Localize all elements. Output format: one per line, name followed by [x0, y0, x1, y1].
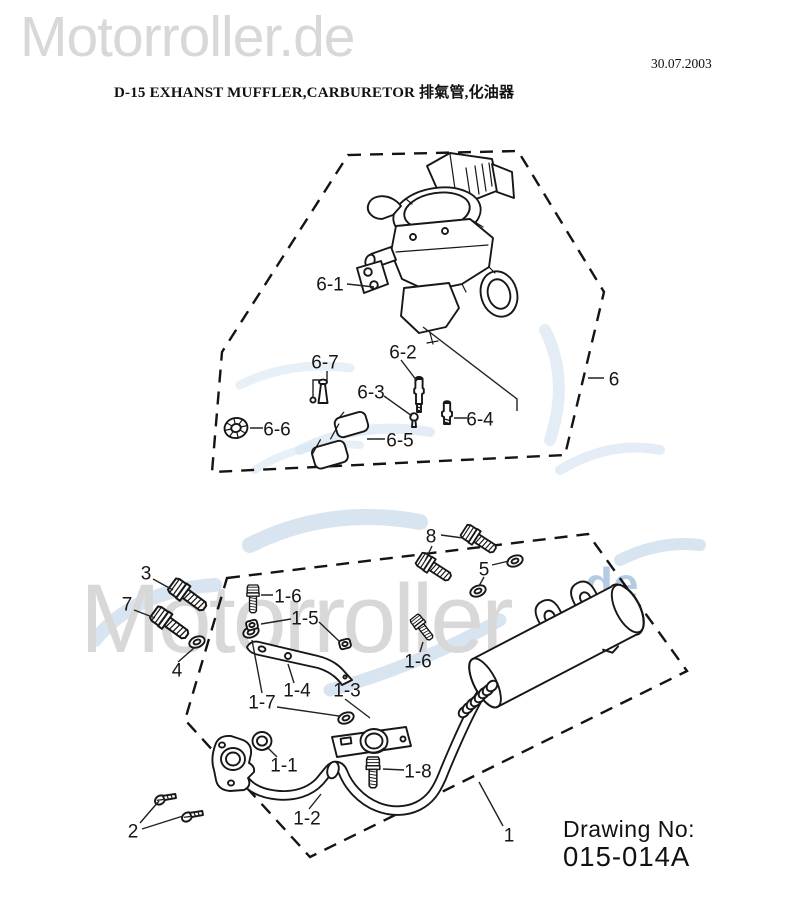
callout-6-1: 6-1: [316, 275, 343, 296]
callout-1-7: 1-7: [248, 693, 275, 714]
part-stud-2b: [179, 803, 206, 828]
part-main-jet-6-4: [441, 400, 453, 425]
page-date: 30.07.2003: [651, 56, 712, 71]
callout-6-4: 6-4: [466, 410, 494, 431]
exhaust-flange-drawing: [211, 734, 256, 792]
callout-1-2: 1-2: [293, 809, 320, 830]
callout-1-5: 1-5: [291, 609, 318, 630]
part-gasket-1-1: [251, 731, 273, 751]
callout-7: 7: [122, 595, 133, 616]
exhaust-pipe-drawing: [234, 680, 493, 816]
callout-1-8: 1-8: [404, 762, 431, 783]
part-valve-6-3: [409, 412, 419, 428]
carburetor-group-boundary: [210, 149, 606, 474]
callout-3: 3: [141, 564, 152, 585]
carburetor-reference-line: [422, 326, 518, 411]
callout-8: 8: [426, 527, 437, 548]
part-bolt-1-8: [365, 756, 381, 789]
callout-6-2: 6-2: [389, 343, 416, 364]
callout-1-4: 1-4: [283, 681, 311, 702]
leader-lines: [133, 283, 604, 830]
drawing-number-value: 015-014A: [563, 840, 691, 872]
part-grommet-6-6: [223, 416, 249, 440]
callout-1-1: 1-1: [270, 756, 297, 777]
page-title: D-15 EXHANST MUFFLER,CARBURETOR 排氣管,化油器: [114, 85, 515, 101]
part-nut-1-5b: [337, 637, 353, 651]
callout-1: 1: [504, 826, 515, 847]
callout-6-3: 6-3: [357, 383, 384, 404]
part-stud-2a: [152, 786, 179, 811]
callout-6-7: 6-7: [311, 353, 338, 374]
drawing-number-label: Drawing No:: [563, 816, 696, 842]
part-needle-clip-6-7: [309, 371, 329, 404]
callout-5: 5: [479, 560, 490, 581]
part-needle-jet-6-2: [413, 376, 425, 413]
callout-1-6: 1-6: [404, 652, 431, 673]
part-bolt-8a: [458, 522, 500, 558]
callout-1-3: 1-3: [333, 681, 360, 702]
callout-2: 2: [128, 822, 139, 843]
callout-6-6: 6-6: [263, 420, 290, 441]
part-clamp-1-3: [331, 726, 412, 758]
drawing-number-block: Drawing No: 015-014A: [563, 817, 695, 872]
muffler-drawing: [468, 580, 645, 709]
part-nut-1-5a: [244, 618, 260, 632]
part-washer-1-7b: [335, 709, 357, 727]
callout-6: 6: [609, 370, 620, 391]
watermark-top-text: Motorroller.de: [20, 5, 355, 69]
carburetor-drawing: [356, 152, 519, 345]
callout-1-6: 1-6: [274, 587, 301, 608]
callout-4: 4: [172, 661, 183, 682]
callout-6-5: 6-5: [386, 431, 413, 452]
part-float-6-5: [311, 411, 370, 470]
muffler-spring-coupling: [457, 679, 499, 719]
